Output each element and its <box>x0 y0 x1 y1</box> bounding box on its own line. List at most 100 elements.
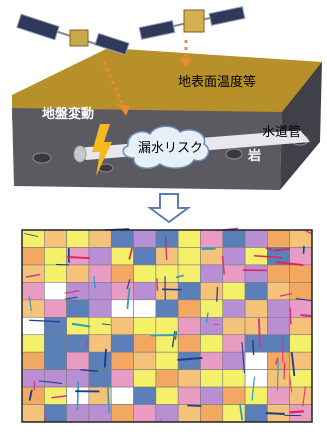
risk-map-cell <box>178 387 200 404</box>
satellite-left-panel-a <box>17 14 59 40</box>
risk-map-cell <box>178 352 200 369</box>
risk-map-cell <box>134 352 156 369</box>
risk-map-cell <box>245 265 267 282</box>
risk-map-cell <box>89 370 111 387</box>
risk-map-cell <box>111 370 133 387</box>
risk-map-street <box>253 340 254 355</box>
risk-map-cell <box>267 282 289 299</box>
risk-map-cell <box>200 405 222 422</box>
risk-map-cell <box>134 370 156 387</box>
risk-map-cell <box>111 317 133 334</box>
risk-map-cell <box>290 335 312 352</box>
down-arrow-icon <box>150 194 188 222</box>
risk-map-cell <box>223 387 245 404</box>
risk-map-cell <box>111 300 133 317</box>
risk-map-cell <box>223 282 245 299</box>
risk-map-cell <box>111 230 133 247</box>
risk-map-street <box>105 349 106 368</box>
risk-map-cell <box>267 370 289 387</box>
risk-map-street <box>56 264 69 265</box>
risk-map-cell <box>267 387 289 404</box>
risk-map-cell <box>67 230 89 247</box>
risk-map-cell <box>134 265 156 282</box>
risk-map-cell <box>156 282 178 299</box>
risk-map-cell <box>22 300 44 317</box>
risk-map-cell <box>44 352 66 369</box>
risk-map-cell <box>44 405 66 422</box>
risk-map-cell <box>245 335 267 352</box>
risk-map-street <box>290 307 291 324</box>
risk-map-street <box>217 287 218 302</box>
risk-map-cell <box>178 405 200 422</box>
risk-map-cell <box>44 300 66 317</box>
risk-map-street <box>301 315 312 316</box>
risk-map-cell <box>156 370 178 387</box>
risk-map-cell <box>134 405 156 422</box>
risk-map-cell <box>267 230 289 247</box>
risk-map-cell <box>178 370 200 387</box>
risk-map-cell <box>290 317 312 334</box>
risk-map-cell <box>200 352 222 369</box>
rock-1 <box>33 153 51 163</box>
risk-map-cell <box>89 317 111 334</box>
risk-map-cell <box>178 230 200 247</box>
risk-map-cell <box>156 300 178 317</box>
risk-map-cell <box>223 300 245 317</box>
ground-motion-label: 地盤変動 <box>42 108 94 121</box>
risk-map-cell <box>22 352 44 369</box>
risk-map-cell <box>22 265 44 282</box>
risk-map-street <box>187 405 201 406</box>
risk-map-cell <box>200 265 222 282</box>
risk-map-cell <box>178 300 200 317</box>
satellite-right-body <box>184 10 204 32</box>
satellite-right-panel-b <box>209 7 245 26</box>
risk-map-cell <box>134 335 156 352</box>
risk-map-cell <box>200 317 222 334</box>
risk-map-cell <box>44 230 66 247</box>
risk-map-cell <box>111 387 133 404</box>
risk-map-street <box>157 278 158 291</box>
risk-map-cell <box>44 335 66 352</box>
risk-map-cell <box>111 352 133 369</box>
risk-map-cell <box>134 387 156 404</box>
risk-map-cell <box>89 230 111 247</box>
satellite-right-panel-a <box>139 21 175 40</box>
risk-map-cell <box>156 335 178 352</box>
risk-map-cell <box>44 265 66 282</box>
risk-map-cell <box>134 230 156 247</box>
risk-map-cell <box>223 265 245 282</box>
surface-temperature-label: 地表面温度等 <box>178 76 256 89</box>
risk-map-cell <box>134 300 156 317</box>
risk-map-cell <box>290 387 312 404</box>
risk-map-cell <box>22 335 44 352</box>
risk-map-cell <box>290 265 312 282</box>
risk-map-cell <box>223 317 245 334</box>
risk-map-cell <box>200 335 222 352</box>
risk-map-cell <box>267 317 289 334</box>
risk-map-cell <box>200 282 222 299</box>
satellite-right-icon <box>139 7 245 40</box>
risk-map-cell <box>200 300 222 317</box>
risk-map-cell <box>200 370 222 387</box>
risk-map-cell <box>44 317 66 334</box>
satellite-left-body <box>70 30 88 46</box>
risk-map-cell <box>156 405 178 422</box>
risk-map-cell <box>67 335 89 352</box>
risk-map-cell <box>22 370 44 387</box>
risk-map-street <box>77 381 78 410</box>
satellite-left-icon <box>17 14 129 54</box>
risk-map-cell <box>89 282 111 299</box>
risk-map-cell <box>67 300 89 317</box>
risk-map-cell <box>200 230 222 247</box>
risk-map-cell <box>245 230 267 247</box>
risk-map-cell <box>111 335 133 352</box>
risk-map-cell <box>89 265 111 282</box>
risk-map-street <box>259 318 260 347</box>
risk-map-cell <box>156 352 178 369</box>
risk-map-cell <box>223 247 245 264</box>
risk-map-cell <box>89 352 111 369</box>
risk-map-cell <box>245 370 267 387</box>
risk-map-street <box>290 411 304 412</box>
risk-map-cell <box>22 230 44 247</box>
